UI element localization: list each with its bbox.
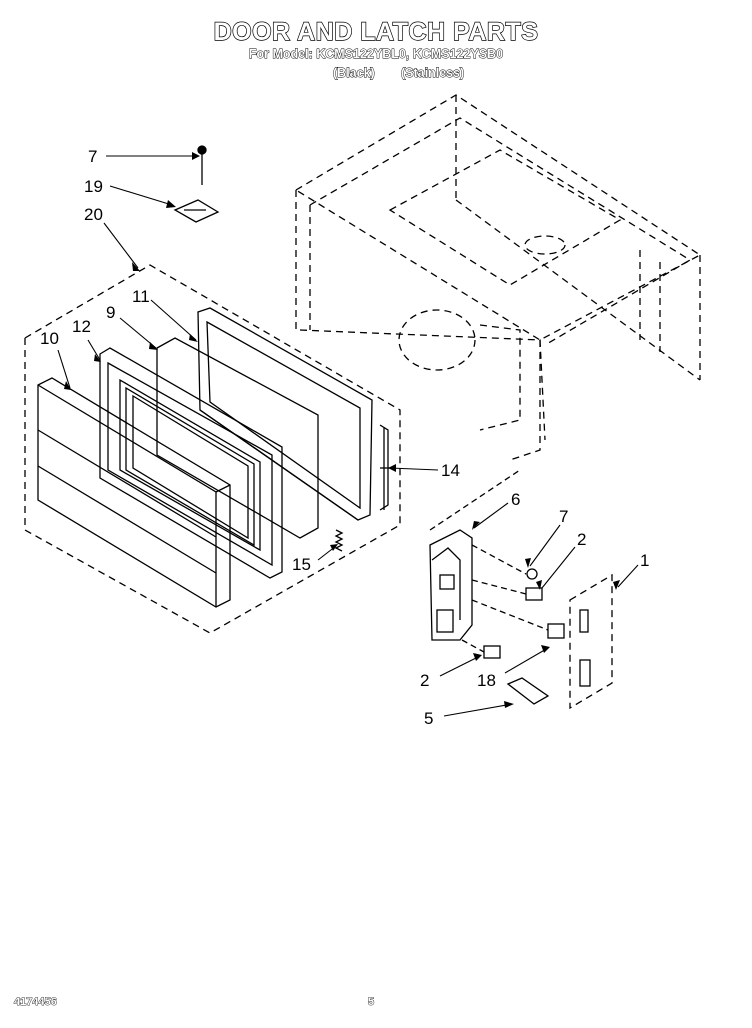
callout-18: 18: [477, 671, 496, 690]
switch-18: [547, 623, 565, 639]
latch-spring: [334, 529, 344, 552]
callout-labels: 7 19 20 11 9 12 10 14 15 6 7 2 1 2 18 5: [40, 147, 649, 728]
callout-5: 5: [424, 709, 433, 728]
callout-2-upper: 2: [577, 530, 586, 549]
callout-19: 19: [84, 177, 103, 196]
callout-20: 20: [84, 205, 103, 224]
screw-7-top: [197, 145, 207, 185]
switch-bracket-box: [569, 573, 613, 710]
callout-12: 12: [72, 317, 91, 336]
model-line: For Model: KCMS122YBL0, KCMS122YSB0: [248, 47, 504, 62]
assembly-guides: [429, 469, 549, 653]
callout-9: 9: [106, 303, 115, 322]
page-title: DOOR AND LATCH PARTS: [213, 17, 539, 46]
page-number: 5: [368, 996, 375, 1009]
callout-7-lower: 7: [559, 507, 568, 526]
callout-15: 15: [292, 555, 311, 574]
arrow-heads: [64, 152, 620, 708]
window-screen: [156, 337, 319, 539]
leader-lines: [57, 155, 639, 717]
callout-11: 11: [132, 287, 150, 306]
variant-stainless: (Stainless): [401, 66, 465, 81]
callout-10: 10: [40, 329, 59, 348]
callout-2-lower: 2: [420, 671, 429, 690]
door-assembly-box: [24, 264, 401, 634]
variant-black: (Black): [333, 66, 376, 81]
inner-door: [99, 347, 283, 579]
latch-mount: [429, 529, 473, 641]
screw-7-lower: [526, 568, 538, 580]
doc-number: 4174456: [14, 996, 58, 1009]
cabinet-outline: [294, 94, 702, 461]
callout-14: 14: [441, 461, 460, 480]
door-front-panel: [37, 377, 231, 608]
callout-7-top: 7: [88, 147, 97, 166]
latch-hook: [379, 424, 390, 511]
door-frame: [197, 307, 373, 521]
actuator-5: [506, 677, 550, 705]
bracket-19: [173, 199, 220, 223]
callout-6: 6: [511, 490, 520, 509]
switch-2-upper: [525, 587, 543, 601]
switch-2-lower: [483, 645, 501, 659]
callout-1: 1: [640, 551, 649, 570]
